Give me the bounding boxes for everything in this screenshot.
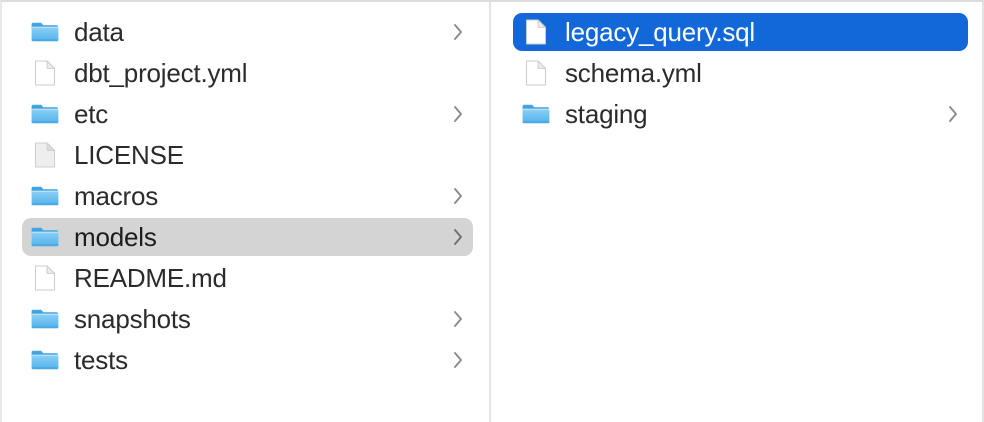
folder-icon <box>30 181 60 211</box>
file-row[interactable]: staging <box>513 95 968 133</box>
file-name-label: data <box>74 17 124 47</box>
file-name-label: models <box>74 222 157 252</box>
file-name-label: staging <box>565 99 648 129</box>
folder-icon <box>521 99 551 129</box>
file-row[interactable]: legacy_query.sql <box>513 13 968 51</box>
file-row[interactable]: README.md <box>22 259 473 297</box>
chevron-right-icon[interactable] <box>451 349 465 371</box>
folder-icon <box>30 304 60 334</box>
chevron-right-icon[interactable] <box>451 185 465 207</box>
file-row[interactable]: dbt_project.yml <box>22 54 473 92</box>
file-name-label: macros <box>74 181 159 211</box>
document-icon <box>30 58 60 88</box>
file-name-label: schema.yml <box>565 58 702 88</box>
file-row[interactable]: LICENSE <box>22 136 473 174</box>
file-name-label: README.md <box>74 263 227 293</box>
document-icon <box>521 58 551 88</box>
file-name-label: snapshots <box>74 304 191 334</box>
chevron-right-icon[interactable] <box>451 308 465 330</box>
file-name-label: dbt_project.yml <box>74 58 248 88</box>
file-row[interactable]: macros <box>22 177 473 215</box>
file-row[interactable]: tests <box>22 341 473 379</box>
file-row[interactable]: models <box>22 218 473 256</box>
file-row[interactable]: snapshots <box>22 300 473 338</box>
chevron-right-icon[interactable] <box>451 226 465 248</box>
finder-column-child[interactable]: legacy_query.sql schema.yml staging <box>491 2 982 422</box>
file-name-label: legacy_query.sql <box>565 17 755 47</box>
folder-icon <box>30 17 60 47</box>
folder-icon <box>30 345 60 375</box>
folder-icon <box>30 222 60 252</box>
chevron-right-icon[interactable] <box>451 103 465 125</box>
document-icon <box>30 263 60 293</box>
file-name-label: tests <box>74 345 128 375</box>
document-icon <box>521 17 551 47</box>
chevron-right-icon[interactable] <box>451 21 465 43</box>
file-row[interactable]: schema.yml <box>513 54 968 92</box>
file-name-label: LICENSE <box>74 140 184 170</box>
chevron-right-icon[interactable] <box>946 103 960 125</box>
file-name-label: etc <box>74 99 109 129</box>
file-row[interactable]: etc <box>22 95 473 133</box>
folder-icon <box>30 99 60 129</box>
file-row[interactable]: data <box>22 13 473 51</box>
document-plain-icon <box>30 140 60 170</box>
